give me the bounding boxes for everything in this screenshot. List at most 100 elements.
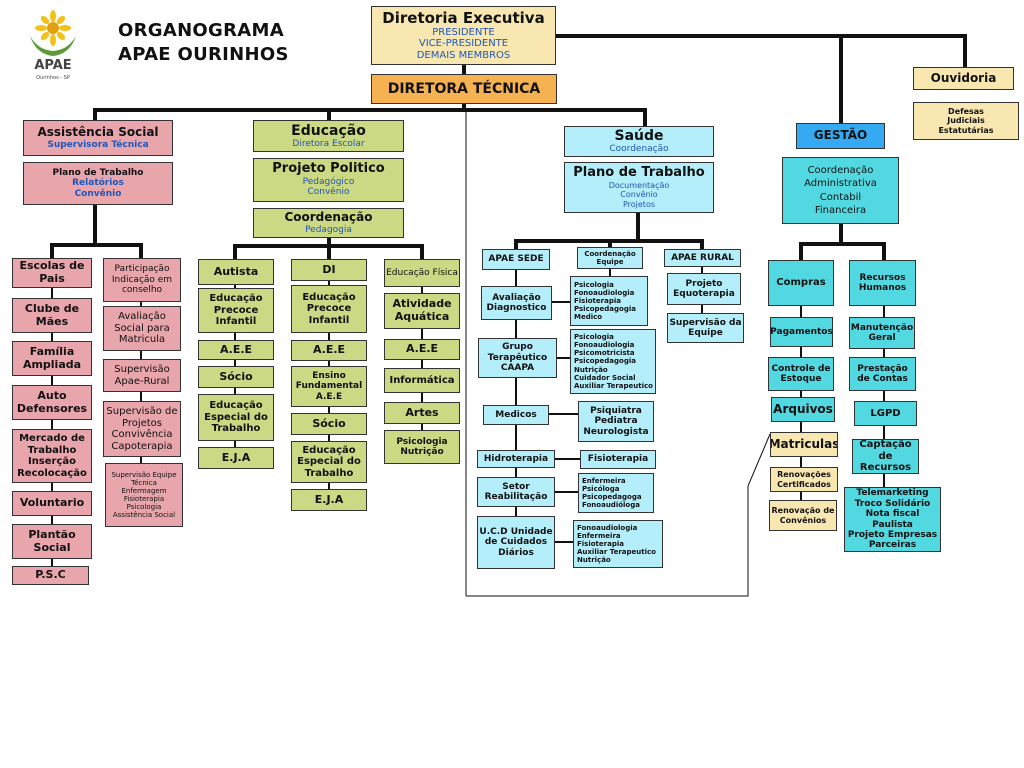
renovacoes-certificados-box[interactable]: Renovações Certificados bbox=[770, 467, 838, 492]
page-title-line2: APAE OURINHOS bbox=[118, 44, 289, 65]
arquivos-box[interactable]: Arquivos bbox=[771, 397, 835, 422]
supervisao-equipe-item: Fisioterapia bbox=[123, 495, 165, 503]
ensino-fundamental-box[interactable]: Ensino Fundamental A.E.E bbox=[291, 366, 367, 407]
psiquiatra-box[interactable]: Psiquiatra Pediatra Neurologista bbox=[578, 401, 654, 442]
escolas-de-pais-box[interactable]: Escolas de Pais bbox=[12, 258, 92, 288]
ouvidoria-item: Defesas bbox=[948, 107, 984, 117]
lgpd-box[interactable]: LGPD bbox=[854, 401, 917, 426]
coordenacao-pedagogica-box[interactable]: Coordenação Pedagogia bbox=[253, 208, 404, 238]
di-box[interactable]: DI bbox=[291, 259, 367, 281]
apae-logo bbox=[22, 10, 84, 82]
supervisao-apae-rural-box[interactable]: Supervisão Apae-Rural bbox=[103, 359, 181, 392]
educacao-especial-autista-box[interactable]: Educação Especial do Trabalho bbox=[198, 394, 274, 441]
captacao-item: Nota fiscal Paulista bbox=[865, 509, 920, 530]
pagamentos-box[interactable]: Pagamentos bbox=[770, 317, 833, 347]
assistencia-social-header[interactable]: Assistência Social Supervisora Técnica bbox=[23, 120, 173, 156]
coordenacao-administrativa-box[interactable]: Coordenação Administrativa Contabil Fina… bbox=[782, 157, 899, 224]
diretora-tecnica-box[interactable]: DIRETORA TÉCNICA bbox=[371, 74, 557, 104]
avaliacao-diagnostico-box[interactable]: Avaliação Diagnostico bbox=[481, 286, 552, 320]
ouvidoria-items-box[interactable]: Defesas Judiciais Estatutárias bbox=[913, 102, 1019, 140]
list-item: Psicopedagogia bbox=[574, 357, 636, 366]
avaliacao-list-box[interactable]: Psicologia Fonoaudiologia Fisioterapia P… bbox=[570, 276, 648, 326]
projeto-politico-box[interactable]: Projeto Politico Pedagógico Convênio bbox=[253, 158, 404, 202]
coordenacao-title: Coordenação bbox=[284, 209, 373, 224]
diretora-tecnica-label: DIRETORA TÉCNICA bbox=[387, 80, 541, 97]
socio-autista-box[interactable]: Sócio bbox=[198, 366, 274, 388]
supervisao-projetos-box[interactable]: Supervisão de Projetos Convivência Capot… bbox=[103, 401, 181, 457]
coordenacao-sub: Pedagogia bbox=[305, 224, 352, 235]
saude-title: Saúde bbox=[614, 128, 664, 145]
setor-list-box[interactable]: Enfermeira Psicóloga Psicopedagoga Fonoa… bbox=[578, 473, 654, 513]
assistencia-plano-title: Plano de Trabalho bbox=[52, 167, 144, 178]
renovacao-convenios-box[interactable]: Renovação de Convênios bbox=[769, 500, 837, 531]
gestao-title: GESTÃO bbox=[813, 128, 868, 143]
list-item: Psicopedagogia bbox=[574, 305, 636, 314]
eja-di-box[interactable]: E.J.A bbox=[291, 489, 367, 511]
atividade-aquatica-box[interactable]: Atividade Aquática bbox=[384, 293, 460, 329]
saude-subtitle: Coordenação bbox=[609, 144, 669, 155]
gestao-header[interactable]: GESTÃO bbox=[796, 123, 885, 149]
auto-defensores-box[interactable]: Auto Defensores bbox=[12, 385, 92, 420]
controle-estoque-box[interactable]: Controle de Estoque bbox=[768, 357, 834, 391]
educacao-precoce-di-box[interactable]: Educação Precoce Infantil bbox=[291, 285, 367, 333]
manutencao-geral-box[interactable]: Manutenção Geral bbox=[849, 317, 915, 349]
ucd-list-box[interactable]: Fonoaudiologia Enfermeira Fisioterapia A… bbox=[573, 520, 663, 568]
educacao-subtitle: Diretora Escolar bbox=[292, 138, 365, 149]
informatica-box[interactable]: Informática bbox=[384, 368, 460, 393]
saude-plano-title: Plano de Trabalho bbox=[573, 165, 705, 181]
artes-box[interactable]: Artes bbox=[384, 402, 460, 424]
list-item: Medico bbox=[574, 313, 603, 322]
saude-header[interactable]: Saúde Coordenação bbox=[564, 126, 714, 157]
grupo-terapeutico-box[interactable]: Grupo Terapêutico CAAPA bbox=[478, 338, 557, 378]
educacao-especial-di-box[interactable]: Educação Especial do Trabalho bbox=[291, 441, 367, 483]
aee-autista-box[interactable]: A.E.E bbox=[198, 340, 274, 360]
socio-di-box[interactable]: Sócio bbox=[291, 413, 367, 435]
assistencia-plano-box[interactable]: Plano de Trabalho Relatórios Convênio bbox=[23, 162, 173, 205]
recursos-humanos-box[interactable]: Recursos Humanos bbox=[849, 260, 916, 306]
avaliacao-social-box[interactable]: Avaliação Social para Matricula bbox=[103, 306, 181, 351]
ouvidoria-box[interactable]: Ouvidoria bbox=[913, 67, 1014, 90]
coord-line: Administrativa bbox=[804, 178, 877, 189]
apae-rural-box[interactable]: APAE RURAL bbox=[664, 249, 741, 267]
autista-box[interactable]: Autista bbox=[198, 259, 274, 285]
list-item: Cuidador Social bbox=[574, 373, 636, 382]
apae-sede-box[interactable]: APAE SEDE bbox=[482, 249, 550, 270]
captacao-recursos-box[interactable]: Captação de Recursos bbox=[852, 439, 919, 474]
assistencia-plano-item: Convênio bbox=[74, 188, 122, 199]
projeto-equoterapia-box[interactable]: Projeto Equoterapia bbox=[667, 273, 741, 305]
saude-plano-box[interactable]: Plano de Trabalho Documentação Convênio … bbox=[564, 162, 714, 213]
plantao-social-box[interactable]: Plantão Social bbox=[12, 524, 92, 559]
coordenacao-equipe-box[interactable]: Coordenação Equipe bbox=[577, 247, 643, 269]
psicologia-nutricao-box[interactable]: Psicologia Nutrição bbox=[384, 430, 460, 464]
educacao-precoce-autista-box[interactable]: Educação Precoce Infantil bbox=[198, 288, 274, 333]
captacao-list-box[interactable]: Telemarketing Troco Solidário Nota fisca… bbox=[844, 487, 941, 552]
supervisao-equipe-box[interactable]: Supervisão Equipe Técnica Enfermagem Fis… bbox=[105, 463, 183, 527]
medicos-box[interactable]: Medicos bbox=[483, 405, 549, 425]
diretoria-executiva-box[interactable]: Diretoria Executiva PRESIDENTE VICE-PRES… bbox=[371, 6, 556, 65]
compras-box[interactable]: Compras bbox=[768, 260, 834, 306]
list-item: Enfermeira bbox=[577, 531, 621, 540]
mercado-trabalho-box[interactable]: Mercado de Trabalho Inserção Recolocação bbox=[12, 429, 92, 483]
participacao-conselho-box[interactable]: Participação Indicação em conselho bbox=[103, 258, 181, 302]
supervisao-equipe-item: Enfermagem bbox=[121, 486, 167, 495]
list-item: Fisioterapia bbox=[574, 296, 621, 305]
aee-fisica-box[interactable]: A.E.E bbox=[384, 339, 460, 360]
educacao-fisica-box[interactable]: Educação Física bbox=[384, 259, 460, 287]
list-item: Auxiliar Terapeutico bbox=[574, 381, 653, 390]
aee-di-box[interactable]: A.E.E bbox=[291, 340, 367, 361]
fisioterapia-box[interactable]: Fisioterapia bbox=[580, 450, 656, 469]
ucd-box[interactable]: U.C.D Unidade de Cuidados Diários bbox=[477, 516, 555, 569]
matriculas-box[interactable]: Matriculas bbox=[770, 432, 838, 457]
eja-autista-box[interactable]: E.J.A bbox=[198, 447, 274, 469]
familia-ampliada-box[interactable]: Família Ampliada bbox=[12, 341, 92, 376]
hidroterapia-box[interactable]: Hidroterapia bbox=[477, 450, 555, 468]
setor-reabilitacao-box[interactable]: Setor Reabilitação bbox=[477, 477, 555, 507]
psc-box[interactable]: P.S.C bbox=[12, 566, 89, 585]
grupo-list-box[interactable]: Psicologia Fonoaudiologia Psicomotricist… bbox=[570, 329, 656, 394]
clube-de-maes-box[interactable]: Clube de Mães bbox=[12, 298, 92, 333]
list-item: Nutrição bbox=[577, 556, 611, 565]
prestacao-contas-box[interactable]: Prestação de Contas bbox=[849, 357, 916, 391]
educacao-header[interactable]: Educação Diretora Escolar bbox=[253, 120, 404, 152]
supervisao-equipe-rural-box[interactable]: Supervisão da Equipe bbox=[667, 313, 744, 343]
voluntario-box[interactable]: Voluntario bbox=[12, 491, 92, 516]
